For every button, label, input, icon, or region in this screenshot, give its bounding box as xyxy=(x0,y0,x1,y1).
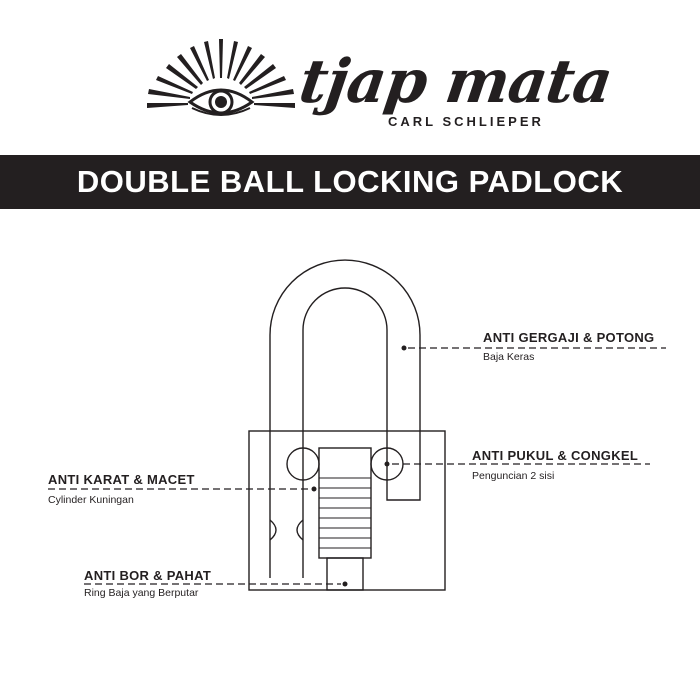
callout-dot-drill xyxy=(342,581,348,587)
callout-drill-title: ANTI BOR & PAHAT xyxy=(84,568,212,583)
callout-drill-subtitle: Ring Baja yang Berputar xyxy=(84,587,199,599)
banner-title: DOUBLE BALL LOCKING PADLOCK xyxy=(76,164,624,199)
callout-rust-title: ANTI KARAT & MACET xyxy=(48,472,195,487)
callout-dot-saw xyxy=(401,345,407,351)
callout-dot-rust xyxy=(311,486,317,492)
brass-cylinder xyxy=(318,447,372,559)
callout-saw-title: ANTI GERGAJI & POTONG xyxy=(483,330,655,345)
shackle xyxy=(269,259,421,578)
callout-rust-subtitle: Cylinder Kuningan xyxy=(48,494,134,506)
eye-with-rays-icon xyxy=(147,39,295,116)
lock-body xyxy=(248,430,446,591)
callout-hit-title: ANTI PUKUL & CONGKEL xyxy=(472,448,639,463)
callout-dot-hit xyxy=(384,461,390,467)
callout-saw-subtitle: Baja Keras xyxy=(483,351,535,363)
rotating-ring xyxy=(326,557,364,591)
title-banner: DOUBLE BALL LOCKING PADLOCK xyxy=(0,155,700,209)
callout-hit-subtitle: Penguncian 2 sisi xyxy=(472,470,555,482)
brand-subtitle: CARL SCHLIEPER xyxy=(388,114,544,129)
